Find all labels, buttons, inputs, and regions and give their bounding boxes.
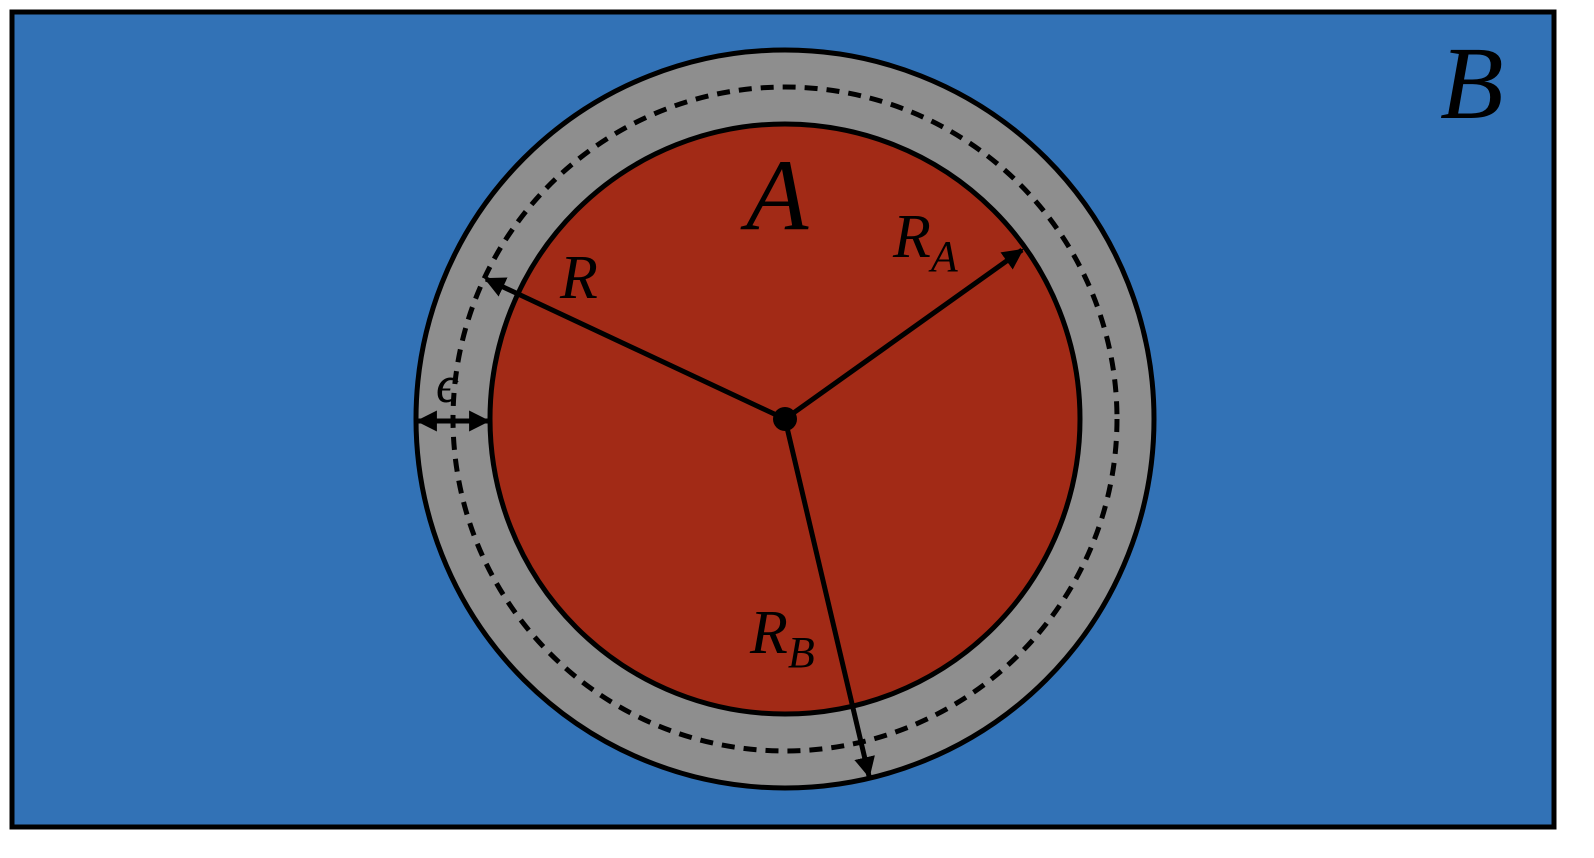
radius-r-arrow [484,276,787,422]
label-r: R [559,244,598,312]
label-ra: RA [892,203,959,281]
label-epsilon: ϵ [436,357,459,414]
radius-b-arrow [782,418,875,779]
label-rb-subscript: B [788,628,815,677]
label-ra-subscript: A [928,232,959,281]
radius-a-arrow [783,247,1024,422]
center-point [773,407,797,431]
label-a: A [740,139,809,252]
label-b: B [1440,26,1504,141]
label-rb-main: R [749,599,788,667]
label-rb: RB [749,599,815,677]
label-ra-main: R [892,203,931,271]
